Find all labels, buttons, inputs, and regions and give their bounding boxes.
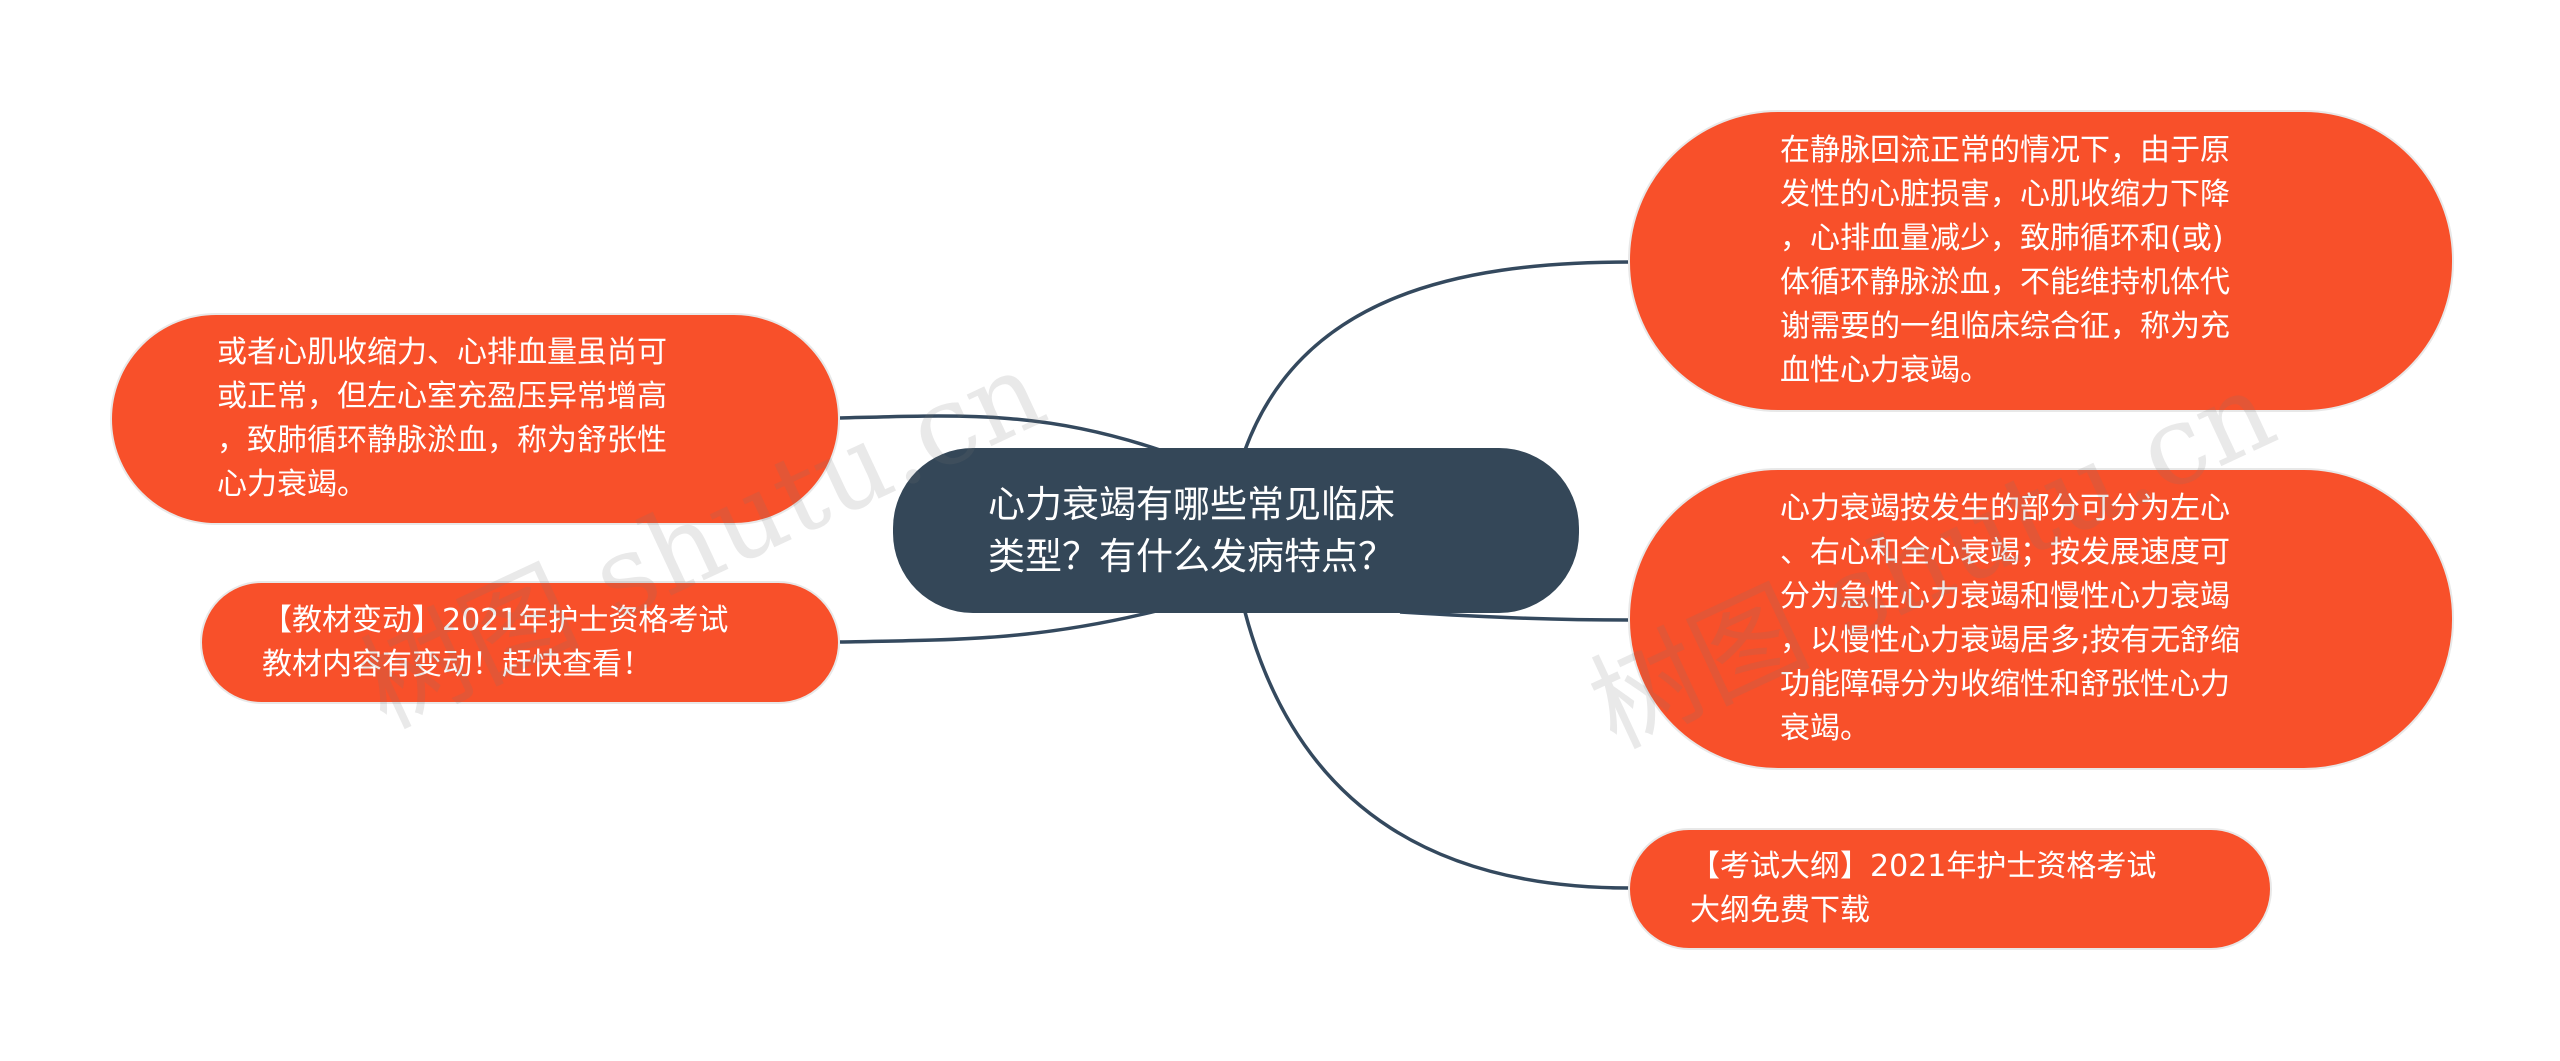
connector-right-2 — [1399, 610, 1631, 622]
right-node-syllabus[interactable]: 【考试大纲】2021年护士资格考试 大纲免费下载 — [1628, 828, 2272, 950]
left-node-diastolic[interactable]: 或者心肌收缩力、心排血量虽尚可 或正常，但左心室充盈压异常增高 ，致肺循环静脉淤… — [110, 313, 840, 525]
right-node-syllabus-text: 【考试大纲】2021年护士资格考试 大纲免费下载 — [1690, 849, 2157, 928]
center-node-text: 心力衰竭有哪些常见临床 类型？有什么发病特点？ — [988, 482, 1395, 578]
left-node-diastolic-text: 或者心肌收缩力、心排血量虽尚可 或正常，但左心室充盈压异常增高 ，致肺循环静脉淤… — [217, 335, 667, 502]
left-node-textbook-text: 【教材变动】2021年护士资格考试 教材内容有变动！赶快查看！ — [262, 602, 729, 682]
right-node-classification[interactable]: 心力衰竭按发生的部分可分为左心 、右心和全心衰竭；按发展速度可 分为急性心力衰竭… — [1628, 468, 2454, 770]
right-node-classification-text: 心力衰竭按发生的部分可分为左心 、右心和全心衰竭；按发展速度可 分为急性心力衰竭… — [1780, 491, 2241, 746]
right-node-congestive-text: 在静脉回流正常的情况下，由于原 发性的心脏损害，心肌收缩力下降 ，心排血量减少，… — [1780, 133, 2230, 388]
connector-right-1 — [1243, 260, 1631, 451]
right-node-congestive[interactable]: 在静脉回流正常的情况下，由于原 发性的心脏损害，心肌收缩力下降 ，心排血量减少，… — [1628, 110, 2454, 412]
connector-right-3 — [1243, 611, 1631, 890]
connector-left-1 — [839, 414, 1161, 452]
center-node[interactable]: 心力衰竭有哪些常见临床 类型？有什么发病特点？ — [893, 448, 1579, 613]
left-node-textbook[interactable]: 【教材变动】2021年护士资格考试 教材内容有变动！赶快查看！ — [200, 581, 840, 704]
connector-left-2 — [839, 608, 1161, 644]
